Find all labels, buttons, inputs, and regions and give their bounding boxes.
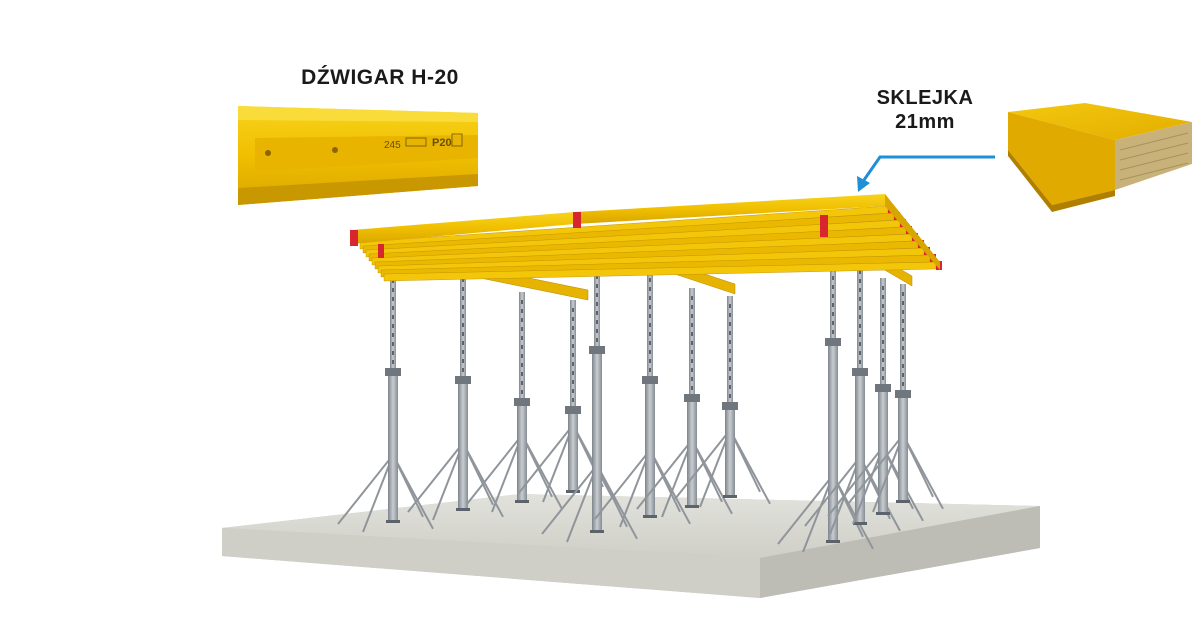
prop-3 <box>466 292 563 513</box>
plywood-photo <box>1008 103 1192 212</box>
plywood-label-line1: SKLEJKA <box>876 87 974 109</box>
beam-stamp-code: P20 <box>432 137 452 149</box>
prop-2 <box>407 270 504 521</box>
plywood-label-line2: 21mm <box>895 111 955 133</box>
prop-12 <box>847 284 944 513</box>
prop-1 <box>337 262 434 533</box>
cap-red <box>350 230 358 246</box>
prop-5 <box>541 240 638 543</box>
prop-7 <box>636 288 733 518</box>
prop-6 <box>594 270 691 528</box>
plywood-arrow <box>857 155 995 192</box>
top-beams <box>350 194 940 270</box>
plywood-label: SKLEJKA 21mm <box>860 86 990 134</box>
beam-photo: 245 P20 <box>238 106 478 205</box>
beam-label: DŹWIGAR H-20 <box>301 66 459 89</box>
prop-8 <box>674 296 771 508</box>
props-group <box>337 232 944 553</box>
beam-stamp-number: 245 <box>384 140 401 151</box>
